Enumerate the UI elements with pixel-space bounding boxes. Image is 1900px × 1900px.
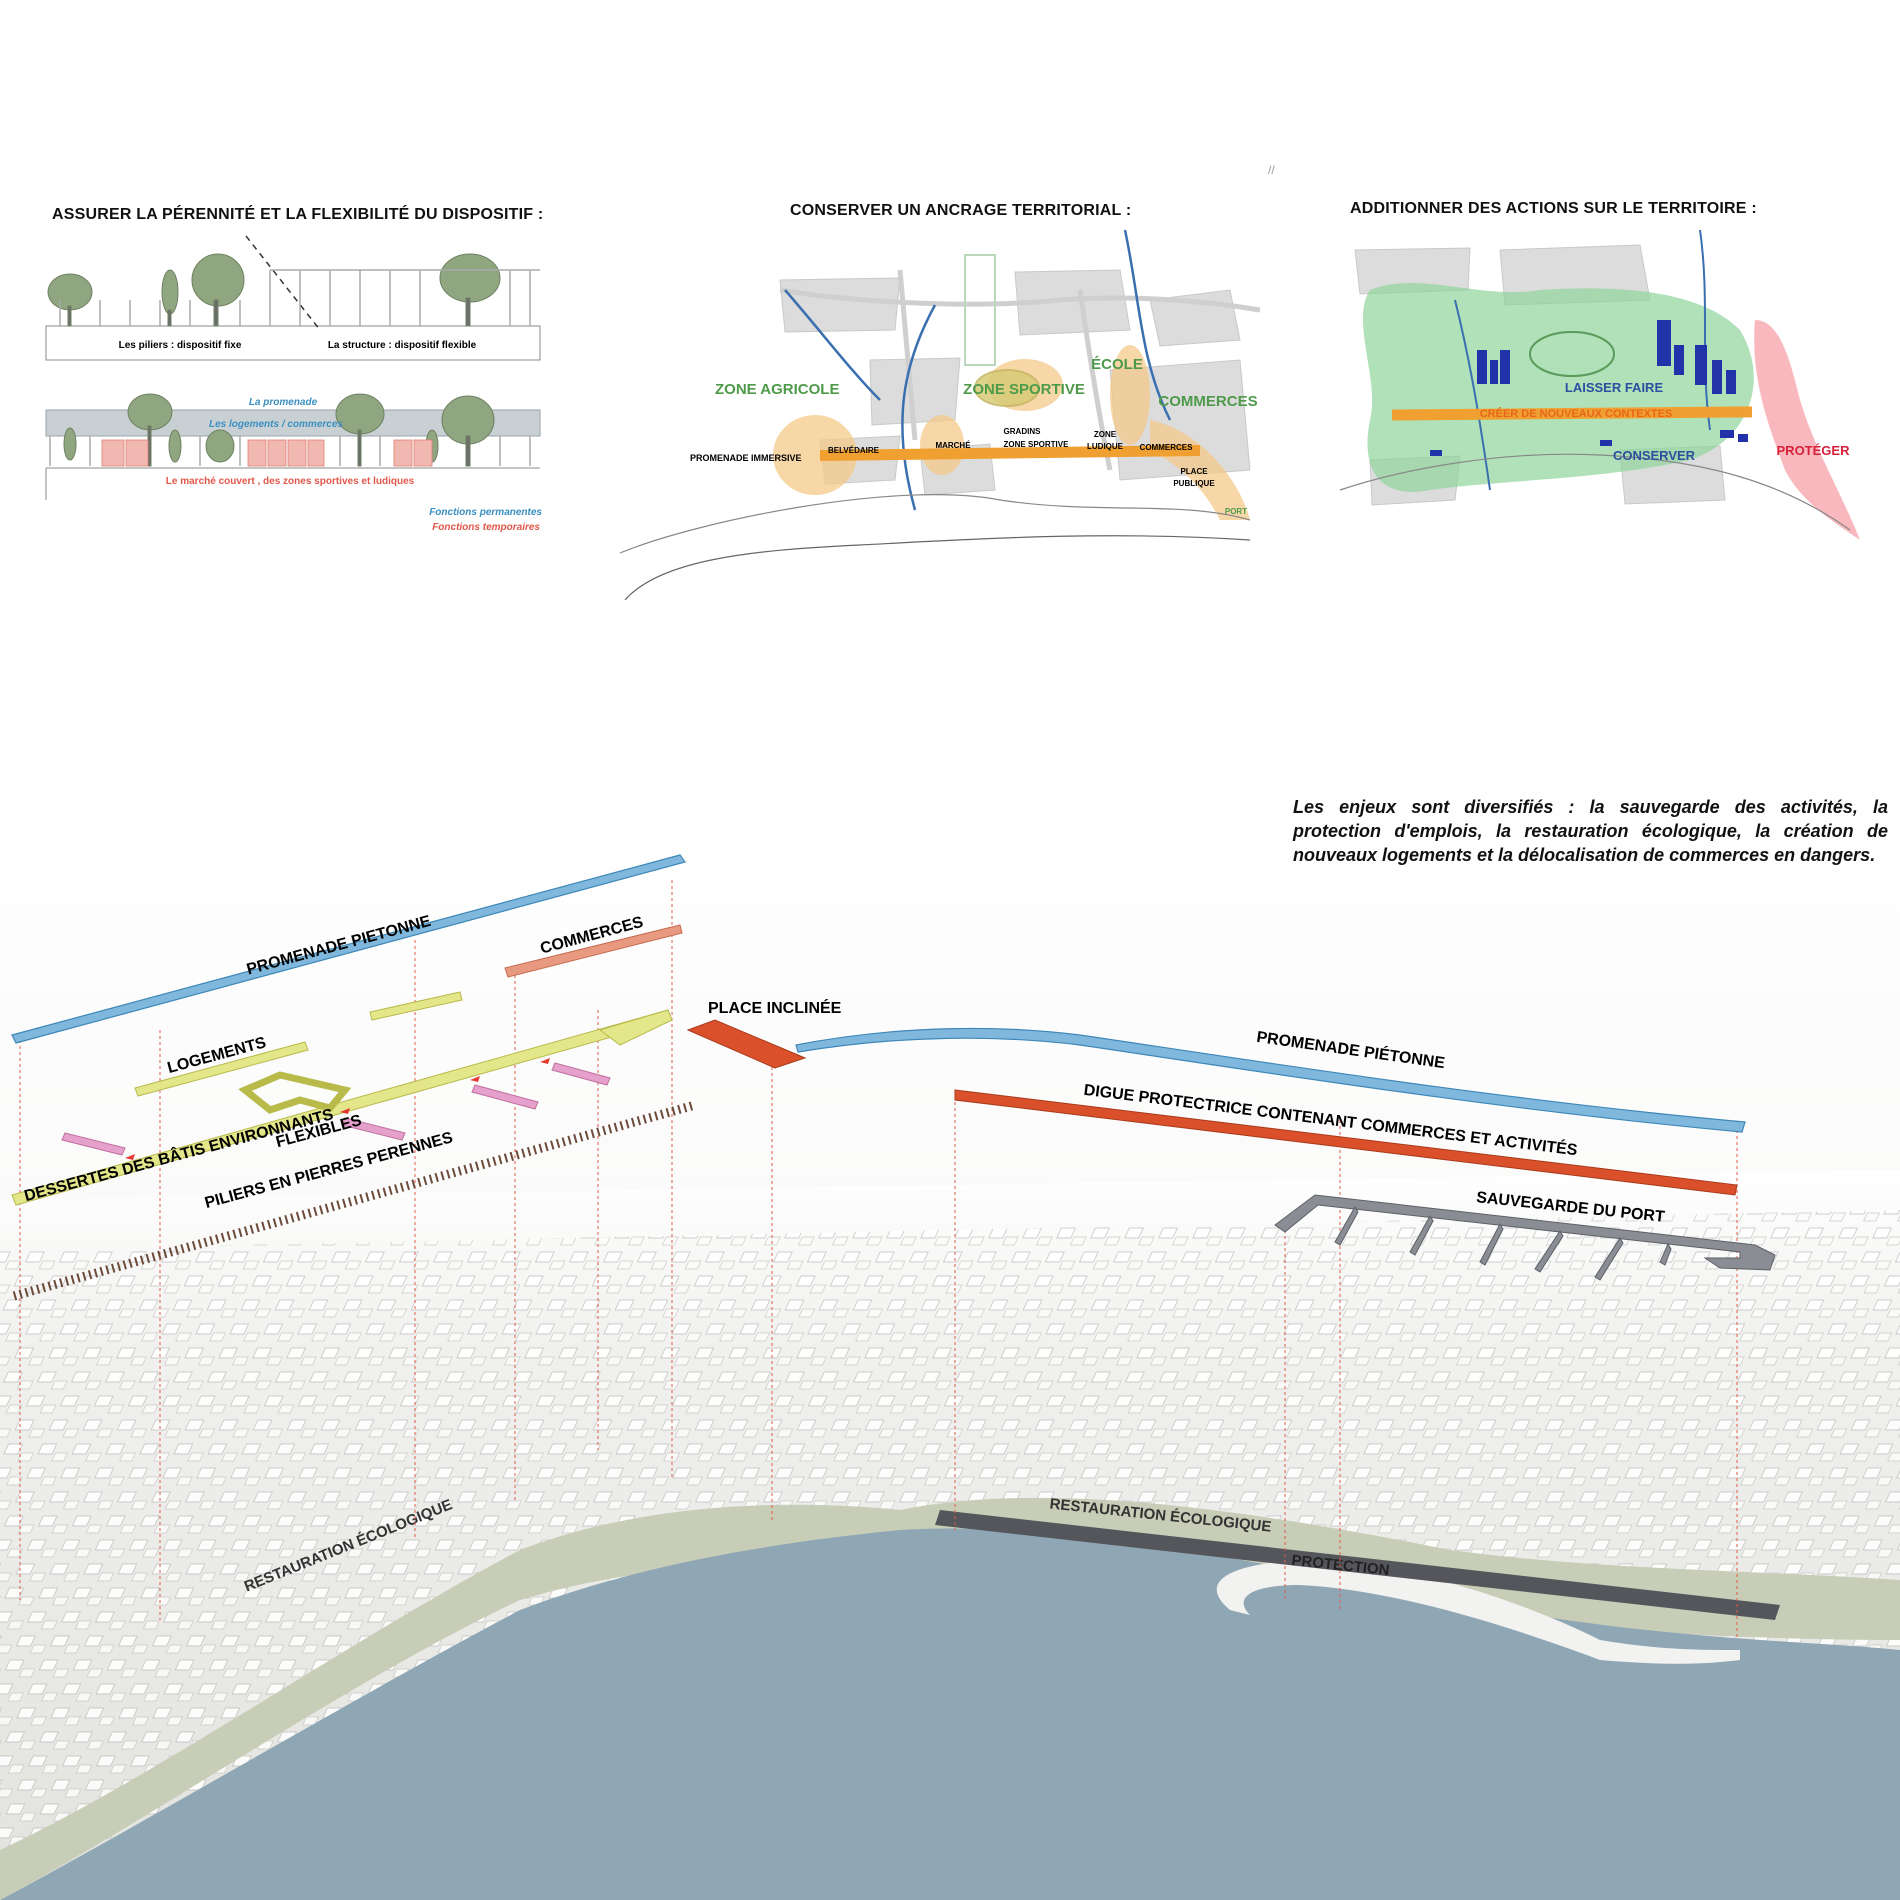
stadium-3: [1529, 331, 1615, 377]
panel-flexibility-diagram: Les piliers : dispositif fixe La structu…: [45, 235, 542, 533]
intro-paragraph: Les enjeux sont diversifiés : la sauvega…: [1293, 797, 1888, 865]
logements-bar: [134, 1041, 309, 1097]
label-place-inclinee: PLACE INCLINÉE: [708, 998, 842, 1017]
label-port: PORT: [1225, 507, 1247, 516]
temporary-functions-blocks: [101, 439, 433, 467]
pillars-bottom: [49, 436, 531, 466]
rivers3: [1454, 229, 1711, 491]
logements-bar-small: [369, 991, 463, 1021]
ground-slab: [45, 325, 541, 361]
conserver-buildings: [1430, 320, 1748, 456]
label-commerces: COMMERCES: [1158, 393, 1257, 410]
projection-lines: [19, 880, 1738, 1640]
coastline-3: [1339, 453, 1851, 531]
trees-row-bottom: [63, 393, 495, 467]
creer-contextes-band: [1391, 406, 1753, 421]
port-structure: [1274, 1194, 1776, 1281]
red-markers: [125, 1058, 550, 1160]
dessertes-end: [598, 1009, 673, 1046]
label-ecole: ÉCOLE: [1091, 356, 1143, 373]
label-laisser-faire: LAISSER FAIRE: [1565, 380, 1664, 395]
label-ludique: LUDIQUE: [1087, 442, 1124, 451]
legend-temporary: Fonctions temporaires: [432, 522, 540, 533]
label-zone-sportive: ZONE SPORTIVE: [963, 381, 1085, 398]
promenade-left: [11, 854, 686, 1044]
label-zone-sportive-small: ZONE SPORTIVE: [1004, 440, 1070, 449]
label-gradins: GRADINS: [1004, 427, 1042, 436]
panel-actions-map: LAISSER FAIRE CRÉER DE NOUVEAUX CONTEXTE…: [1339, 229, 1860, 540]
divider-dashed: [245, 235, 321, 331]
stray-mark: //: [1268, 163, 1275, 177]
label-structure: La structure : dispositif flexible: [328, 340, 477, 351]
label-marche: MARCHÉ: [935, 441, 971, 450]
panel2-title: CONSERVER UN ANCRAGE TERRITORIAL :: [790, 202, 1132, 219]
port-jetty: [1216, 1560, 1740, 1664]
pink-service-bars: [61, 1062, 611, 1156]
piliers-row: [12, 1100, 697, 1301]
zone-sportive-oval: [974, 369, 1040, 407]
label-publique: PUBLIQUE: [1173, 479, 1215, 488]
label-belvedaire: BELVÉDAIRE: [828, 446, 880, 455]
label-zone: ZONE: [1094, 430, 1117, 439]
panel3-title: ADDITIONNER DES ACTIONS SUR LE TERRITOIR…: [1350, 200, 1757, 217]
label-promenade: La promenade: [249, 397, 318, 408]
label-conserver: CONSERVER: [1613, 448, 1696, 463]
promenade-band: [820, 445, 1200, 461]
pillars-top: [59, 269, 540, 326]
sports-field: [964, 254, 996, 366]
panel1-title: ASSURER LA PÉRENNITÉ ET LA FLEXIBILITÉ D…: [52, 206, 544, 223]
place-inclinee: [686, 1019, 807, 1069]
digue-bar: [954, 1089, 1738, 1196]
label-piliers: Les piliers : dispositif fixe: [119, 340, 242, 351]
dessertes-loop: [238, 1071, 352, 1114]
label-place: PLACE: [1180, 467, 1208, 476]
label-creer-contextes: CRÉER DE NOUVEAUX CONTEXTES: [1480, 407, 1673, 420]
legend-permanent: Fonctions permanentes: [429, 507, 542, 518]
panel-territorial-map: ZONE AGRICOLE ZONE SPORTIVE ÉCOLE COMMER…: [619, 229, 1261, 601]
label-logements-commerces: Les logements / commerces: [209, 419, 343, 430]
sea: [0, 1528, 1900, 1900]
label-proteger: PROTÉGER: [1777, 443, 1851, 458]
label-zone-agricole: ZONE AGRICOLE: [715, 381, 839, 398]
rivers: [784, 229, 1172, 511]
proteger-zone: [1754, 320, 1860, 540]
protection-band: [935, 1510, 1780, 1620]
laisser-faire-zone: [1362, 282, 1754, 492]
shore-line: [624, 535, 1251, 601]
axonometric-view: PROTECTION RESTAURATION ÉCOLOGIQUE RESTA…: [0, 765, 1900, 1900]
trees-row-top: [47, 253, 501, 327]
label-marche-couvert: Le marché couvert , des zones sportives …: [166, 476, 415, 487]
coastline: [619, 494, 1251, 554]
commerces-bar: [504, 924, 683, 978]
promenade-right: [795, 1027, 1746, 1133]
label-commerces-small: COMMERCES: [1140, 443, 1194, 452]
label-promenade-immersive: PROMENADE IMMERSIVE: [690, 453, 802, 463]
